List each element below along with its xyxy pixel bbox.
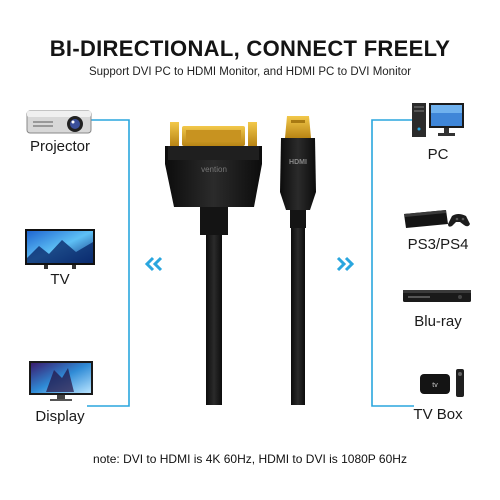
bluray-player-icon — [403, 290, 471, 302]
dvi-hdmi-cable: vention HDMI — [165, 116, 316, 405]
tv-box-icon: tv — [420, 369, 464, 397]
device-label-tvbox: TV Box — [413, 406, 463, 423]
hdmi-brand-text: HDMI — [289, 159, 307, 166]
right-bracket — [371, 119, 414, 407]
pc-icon — [412, 103, 464, 137]
left-chevrons-icon — [144, 256, 163, 272]
dvi-brand-text: vention — [201, 165, 227, 174]
device-label-projector: Projector — [29, 138, 91, 155]
device-label-tv: TV — [50, 271, 70, 288]
dvi-connector: vention — [165, 122, 262, 405]
right-chevrons-icon — [336, 256, 355, 272]
footnote: note: DVI to HDMI is 4K 60Hz, HDMI to DV… — [93, 452, 407, 466]
projector-icon — [26, 110, 92, 134]
left-bracket — [87, 119, 130, 407]
game-console-icon — [404, 210, 470, 228]
device-label-display: Display — [35, 408, 85, 425]
page-title: BI-DIRECTIONAL, CONNECT FREELY — [49, 36, 451, 61]
svg-text:tv: tv — [432, 382, 438, 389]
device-label-ps: PS3/PS4 — [407, 236, 469, 253]
display-icon — [29, 361, 93, 401]
device-label-pc: PC — [427, 146, 449, 163]
page-subtitle: Support DVI PC to HDMI Monitor, and HDMI… — [88, 66, 412, 78]
tv-icon — [25, 229, 95, 269]
device-label-bluray: Blu-ray — [414, 313, 462, 330]
hdmi-connector: HDMI — [280, 116, 316, 405]
